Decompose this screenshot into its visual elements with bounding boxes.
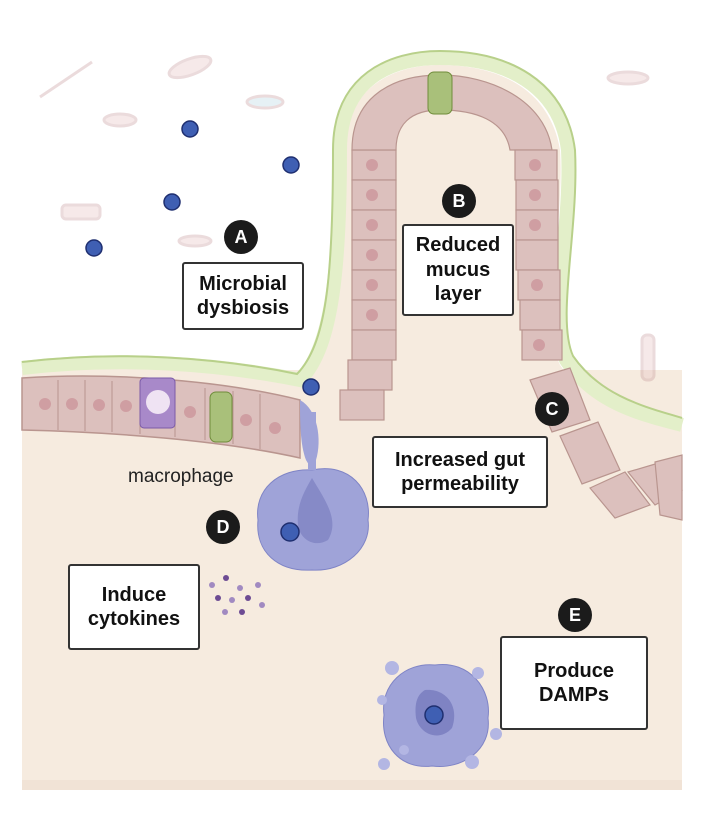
badge-a: A: [224, 220, 258, 254]
badge-e: E: [558, 598, 592, 632]
bacteria: [85, 120, 320, 396]
epithelium-left: [21, 375, 301, 459]
label-induce-cytokines: Induce cytokines: [68, 564, 200, 650]
macrophage-cell: [257, 412, 369, 571]
background-microbes: [39, 54, 656, 382]
damaged-cell: [377, 661, 502, 770]
label-reduced-mucus-layer: Reduced mucus layer: [402, 224, 514, 316]
label-produce-damps: Produce DAMPs: [500, 636, 648, 730]
label-macrophage: macrophage: [128, 466, 234, 487]
badge-d: D: [206, 510, 240, 544]
label-increased-gut-permeability: Increased gut permeability: [372, 436, 548, 508]
badge-c: C: [535, 392, 569, 426]
badge-b: B: [442, 184, 476, 218]
cytokine-dots: [209, 575, 265, 615]
label-microbial-dysbiosis: Microbial dysbiosis: [182, 262, 304, 330]
